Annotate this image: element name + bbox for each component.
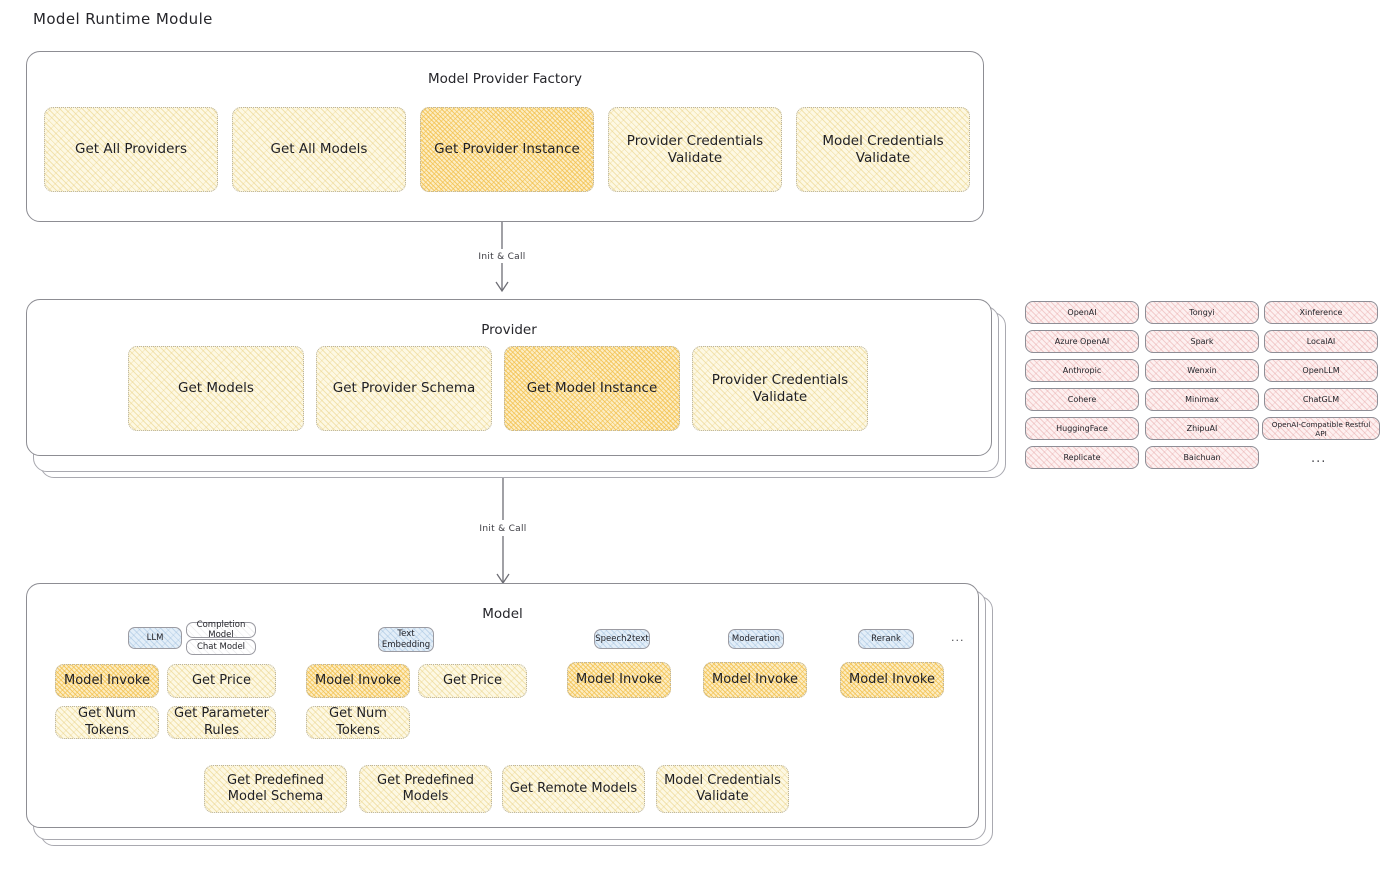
node-provider-credentials-validate[interactable]: Provider Credentials Validate bbox=[608, 107, 782, 192]
model-types-more-ellipsis: ... bbox=[951, 631, 965, 644]
node-speech2text-model-invoke[interactable]: Model Invoke bbox=[567, 662, 671, 698]
provider-chip-anthropic[interactable]: Anthropic bbox=[1025, 359, 1139, 382]
provider-chip-chatglm[interactable]: ChatGLM bbox=[1264, 388, 1378, 411]
provider-chip-wenxin[interactable]: Wenxin bbox=[1145, 359, 1259, 382]
node-llm-get-parameter-rules[interactable]: Get Parameter Rules bbox=[167, 706, 276, 739]
model-type-chip-speech2text[interactable]: Speech2text bbox=[594, 629, 650, 649]
node-model-credentials-validate[interactable]: Model Credentials Validate bbox=[796, 107, 970, 192]
node-get-model-instance[interactable]: Get Model Instance bbox=[504, 346, 680, 431]
node-llm-get-num-tokens[interactable]: Get Num Tokens bbox=[55, 706, 159, 739]
node-text-embedding-get-num-tokens[interactable]: Get Num Tokens bbox=[306, 706, 410, 739]
provider-chip-xinference[interactable]: Xinference bbox=[1264, 301, 1378, 324]
provider-chip-openai-compatible-restful-api[interactable]: OpenAI-Compatible Restful API bbox=[1262, 417, 1380, 440]
node-moderation-model-invoke[interactable]: Model Invoke bbox=[703, 662, 807, 698]
model-type-chip-text-embedding[interactable]: Text Embedding bbox=[378, 627, 434, 652]
node-get-provider-schema[interactable]: Get Provider Schema bbox=[316, 346, 492, 431]
provider-chip-spark[interactable]: Spark bbox=[1145, 330, 1259, 353]
model-type-chip-moderation[interactable]: Moderation bbox=[728, 629, 784, 649]
provider-title: Provider bbox=[481, 322, 537, 338]
provider-chip-huggingface[interactable]: HuggingFace bbox=[1025, 417, 1139, 440]
node-provider-credentials-validate-2[interactable]: Provider Credentials Validate bbox=[692, 346, 868, 431]
node-get-all-models[interactable]: Get All Models bbox=[232, 107, 406, 192]
node-get-predefined-model-schema[interactable]: Get Predefined Model Schema bbox=[204, 765, 347, 813]
node-rerank-model-invoke[interactable]: Model Invoke bbox=[840, 662, 944, 698]
model-provider-factory-title: Model Provider Factory bbox=[427, 71, 582, 87]
provider-chip-minimax[interactable]: Minimax bbox=[1145, 388, 1259, 411]
node-get-models[interactable]: Get Models bbox=[128, 346, 304, 431]
node-llm-get-price[interactable]: Get Price bbox=[167, 664, 276, 698]
node-get-remote-models[interactable]: Get Remote Models bbox=[502, 765, 645, 813]
provider-chip-zhipuai[interactable]: ZhipuAI bbox=[1145, 417, 1259, 440]
node-model-credentials-validate-2[interactable]: Model Credentials Validate bbox=[656, 765, 789, 813]
node-get-provider-instance[interactable]: Get Provider Instance bbox=[420, 107, 594, 192]
node-text-embedding-model-invoke[interactable]: Model Invoke bbox=[306, 664, 410, 698]
provider-chip-replicate[interactable]: Replicate bbox=[1025, 446, 1139, 469]
node-get-predefined-models[interactable]: Get Predefined Models bbox=[359, 765, 492, 813]
provider-chip-azure-openai[interactable]: Azure OpenAI bbox=[1025, 330, 1139, 353]
arrow-label-provider-to-model: Init & Call bbox=[479, 524, 527, 534]
provider-chip-cohere[interactable]: Cohere bbox=[1025, 388, 1139, 411]
model-type-chip-llm[interactable]: LLM bbox=[128, 627, 182, 649]
model-subtype-chip-completion-model[interactable]: Completion Model bbox=[186, 620, 256, 640]
provider-chip-openai[interactable]: OpenAI bbox=[1025, 301, 1139, 324]
provider-chip-baichuan[interactable]: Baichuan bbox=[1145, 446, 1259, 469]
page-title: Model Runtime Module bbox=[33, 10, 213, 28]
node-text-embedding-get-price[interactable]: Get Price bbox=[418, 664, 527, 698]
provider-chip-openllm[interactable]: OpenLLM bbox=[1264, 359, 1378, 382]
arrow-label-factory-to-provider: Init & Call bbox=[478, 252, 526, 262]
model-subtype-chip-chat-model[interactable]: Chat Model bbox=[186, 639, 256, 655]
provider-list-more-ellipsis: ... bbox=[1311, 451, 1327, 466]
provider-chip-tongyi[interactable]: Tongyi bbox=[1145, 301, 1259, 324]
provider-chip-localai[interactable]: LocalAI bbox=[1264, 330, 1378, 353]
model-title: Model bbox=[482, 606, 523, 622]
model-type-chip-rerank[interactable]: Rerank bbox=[858, 629, 914, 649]
node-get-all-providers[interactable]: Get All Providers bbox=[44, 107, 218, 192]
node-llm-model-invoke[interactable]: Model Invoke bbox=[55, 664, 159, 698]
